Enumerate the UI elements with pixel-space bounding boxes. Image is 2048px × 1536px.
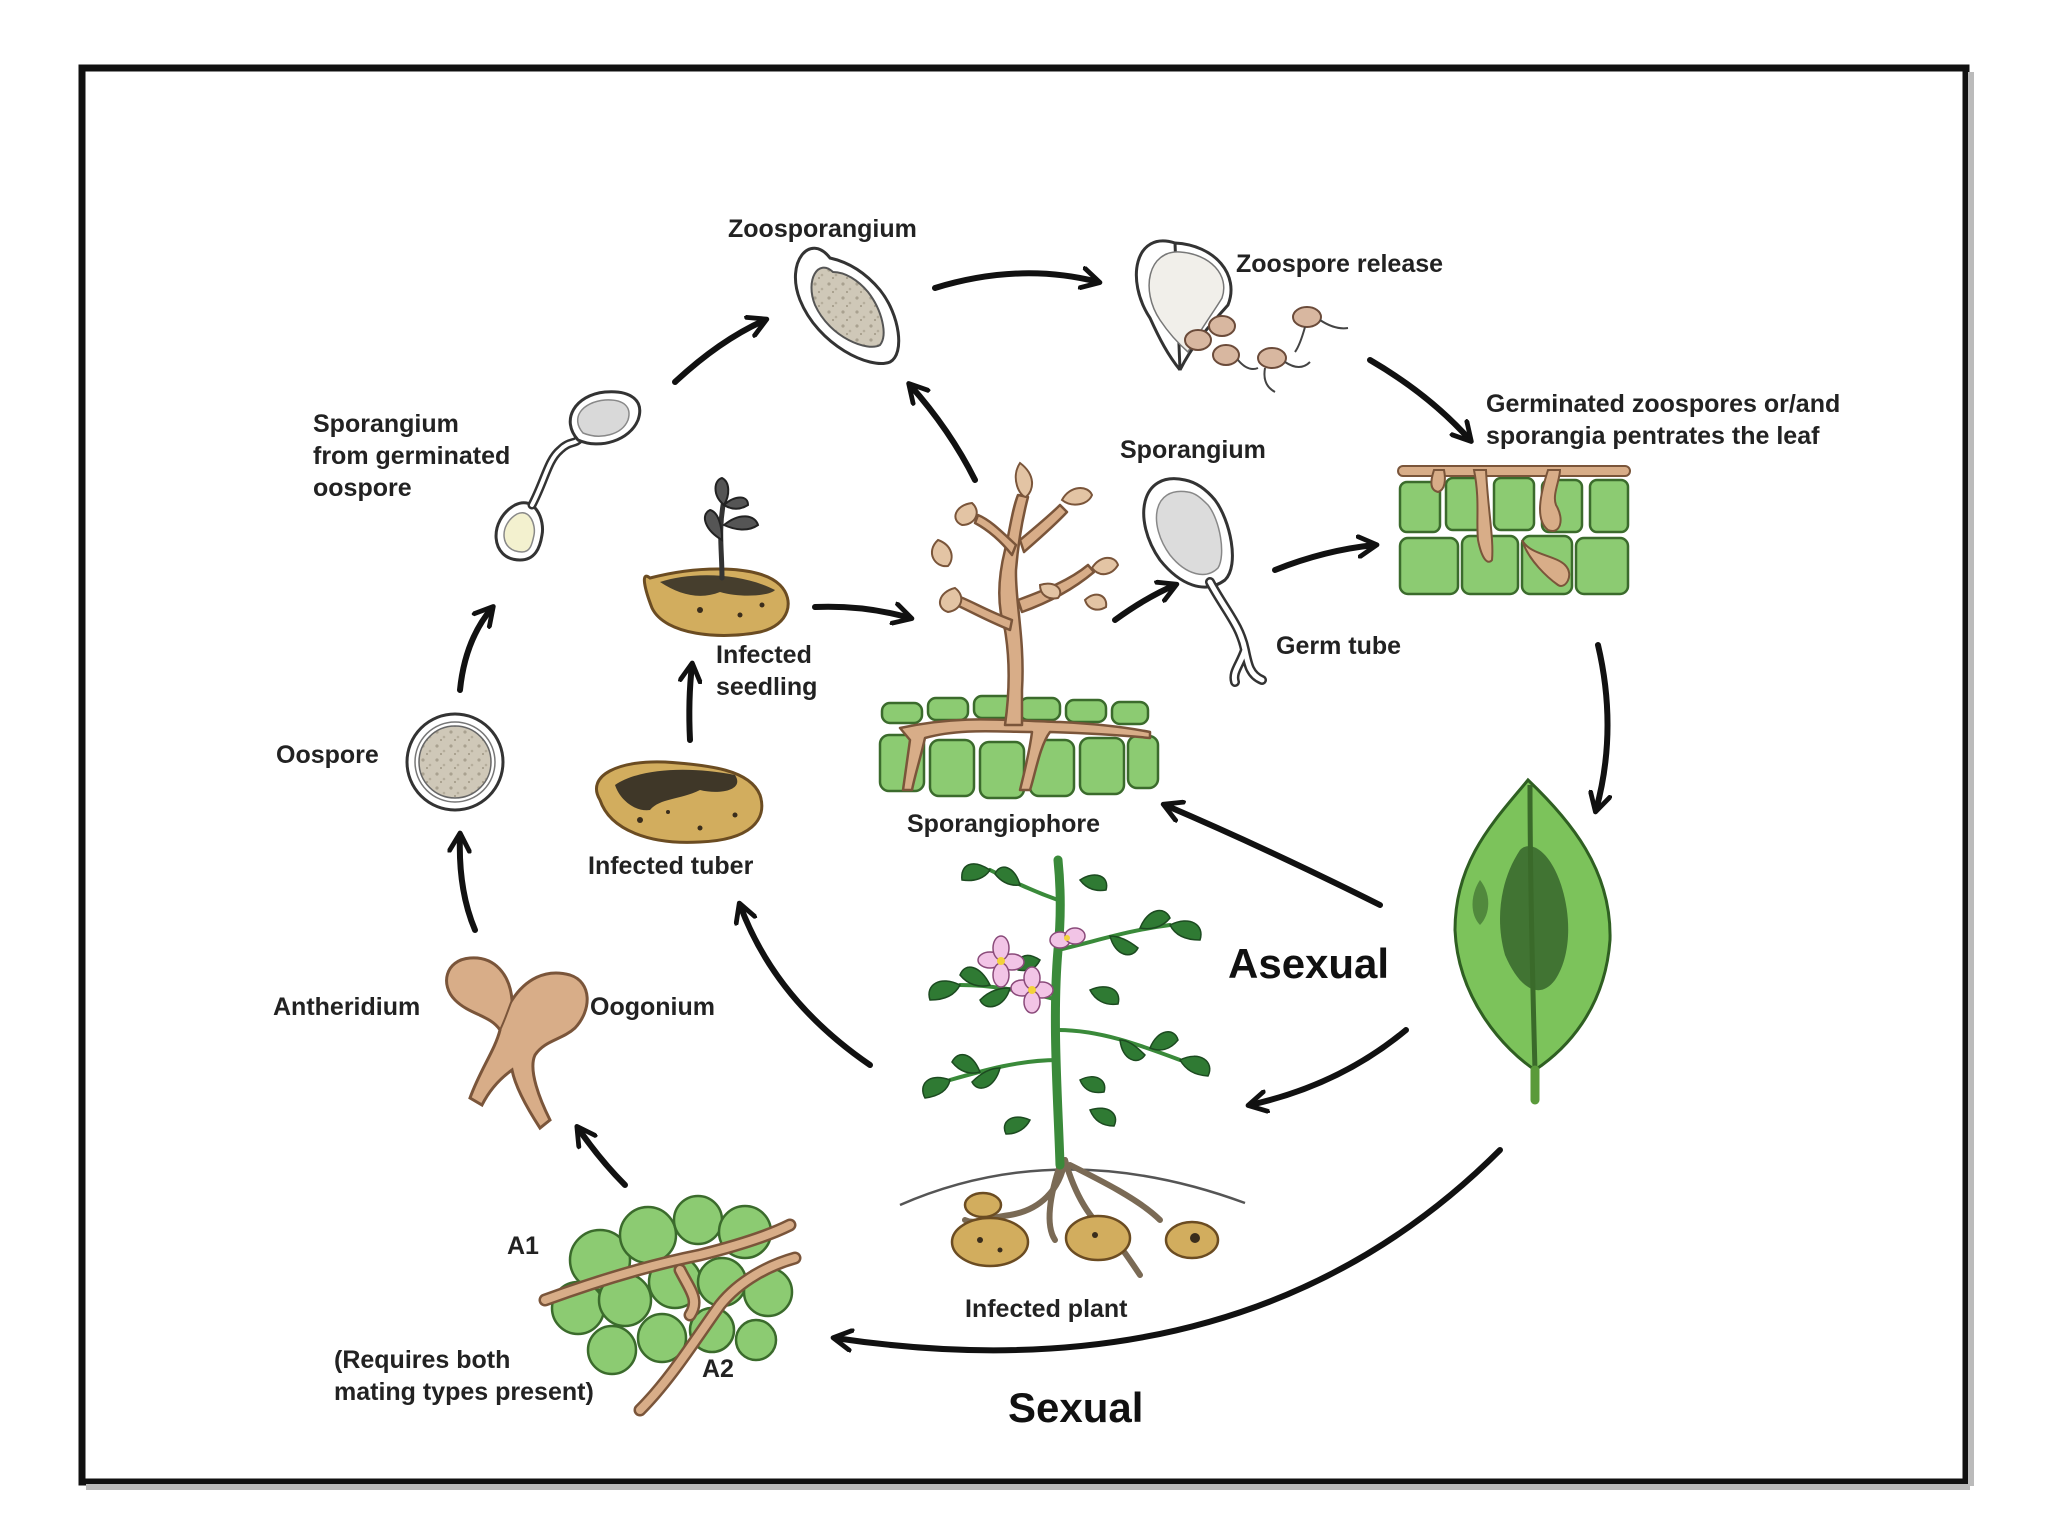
oospore-illustration [405,712,505,812]
arrow-tuber-to-seedling [689,665,692,743]
arrow-oospore-to-germinated-oospore [457,608,492,693]
label-infected-tuber: Infected tuber [588,852,754,880]
infected-leaf-illustration [1453,777,1612,1105]
label-asexual: Asexual [1228,940,1390,987]
label-sporangiophore: Sporangiophore [907,810,1101,838]
flower-icon [977,927,1086,1014]
label-requires-line1: (Requires both [334,1346,511,1374]
label-infected-plant: Infected plant [965,1295,1128,1323]
arrow-leaf-to-infected-plant [1250,1027,1409,1105]
label-sporangium-germ-line1: Sporangium [313,410,459,438]
arrow-sporangiophore-to-zoosporangium [910,385,978,483]
arrow-leaf-to-sporangiophore [1165,805,1383,908]
label-germinated-zoospores-line1: Germinated zoospores or/and [1486,390,1841,418]
infected-seedling-illustration [642,476,790,637]
label-sporangium: Sporangium [1120,436,1266,464]
arrow-sexual-to-mating [835,1147,1503,1354]
label-oogonium: Oogonium [590,993,715,1021]
arrow-release-to-leaf-penetration [1367,357,1470,440]
label-zoosporangium: Zoosporangium [728,215,917,243]
zoospore-release-illustration [1134,239,1349,393]
leaf-penetration-illustration [1397,465,1631,596]
label-requires-line2: mating types present) [334,1378,594,1406]
label-sporangium-germ-line3: oospore [313,474,412,502]
arrow-penetration-to-leaf [1596,642,1608,810]
arrow-seedling-to-sporangiophore [812,607,910,618]
infected-tuber-illustration [595,760,764,844]
arrow-plant-to-tuber [740,905,873,1068]
zoosporangium-illustration [794,246,901,365]
label-sporangium-germ-line2: from germinated [313,442,511,470]
label-sexual: Sexual [1008,1384,1144,1431]
label-a2: A2 [702,1355,734,1383]
arrow-mating-to-antheridium [578,1128,628,1188]
arrow-germinated-oospore-to-zoosporangium [672,320,765,385]
mating-types-illustration [538,1194,802,1417]
label-germinated-zoospores-line2: sporangia pentrates the leaf [1486,422,1820,450]
sporangium-illustration [1142,477,1267,687]
label-zoospore-release: Zoospore release [1236,250,1444,278]
label-infected-seedling-line2: seedling [716,673,818,701]
label-germ-tube: Germ tube [1276,632,1402,660]
germinated-oospore-illustration [494,390,642,562]
label-antheridium: Antheridium [273,993,421,1021]
label-infected-seedling-line1: Infected [716,641,812,669]
label-sporangium-from-germinated-oospore: Sporangium from germinated oospore [313,408,510,504]
arrow-sporangiophore-to-sporangium [1112,585,1175,623]
label-oospore: Oospore [276,741,379,769]
cycle-arrows [457,273,1608,1354]
label-infected-seedling: Infected seedling [716,639,817,703]
arrow-mating-to-oospore [460,835,478,933]
label-a1: A1 [507,1232,539,1260]
arrow-zoosporangium-to-release [932,273,1098,291]
sporangiophore-illustration [878,461,1160,800]
infected-plant-illustration [899,855,1246,1278]
label-requires-both-mating-types: (Requires both mating types present) [334,1344,594,1408]
arrow-sporangium-to-penetration [1272,545,1375,573]
label-germinated-zoospores: Germinated zoospores or/and sporangia pe… [1486,388,1840,452]
antheridium-oogonium-illustration [445,956,589,1131]
